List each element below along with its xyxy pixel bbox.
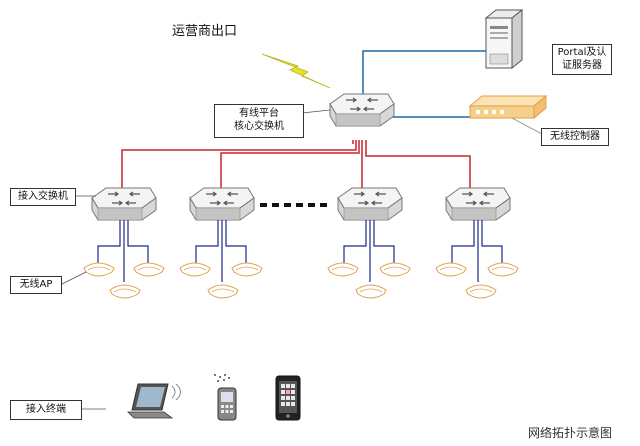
ap-icon [487,262,519,277]
access-switch-2-icon [189,187,255,221]
access-switch-3-icon [337,187,403,221]
ap-icon [109,284,141,299]
ap-group-1 [83,220,165,299]
ap-icon [465,284,497,299]
wireless-controller-icon [468,94,548,120]
ap-icon [179,262,211,277]
wireless-ap-label: 无线AP [10,276,62,294]
access-switch-1-icon [91,187,157,221]
ap-icon [435,262,467,277]
links [121,50,494,192]
core-switch-label: 有线平台 核心交换机 [214,104,304,138]
ap-icon [327,262,359,277]
access-switch-label: 接入交换机 [10,188,76,206]
ap-group-4 [435,220,519,299]
ap-icon [83,262,115,277]
lightning-icon [261,53,331,89]
wireless-controller-label: 无线控制器 [541,128,609,146]
smartphone-icon [275,375,301,421]
ap-icon [133,262,165,277]
ap-icon [207,284,239,299]
isp-exit-label: 运营商出口 [172,24,238,39]
ap-icon [379,262,411,277]
ap-icon [355,284,387,299]
server-icon [484,8,524,70]
access-terminal-label: 接入终端 [10,400,82,420]
ap-icon [231,262,263,277]
diagram-caption: 网络拓扑示意图 [528,426,613,440]
portal-server-label: Portal及认 证服务器 [552,44,612,75]
core-switch-icon [329,93,395,127]
more-switches-ellipsis [260,203,327,207]
laptop-icon [127,383,181,419]
phone-icon [214,374,237,421]
ap-group-2 [179,220,263,299]
access-switch-4-icon [445,187,511,221]
ap-group-3 [327,220,411,299]
